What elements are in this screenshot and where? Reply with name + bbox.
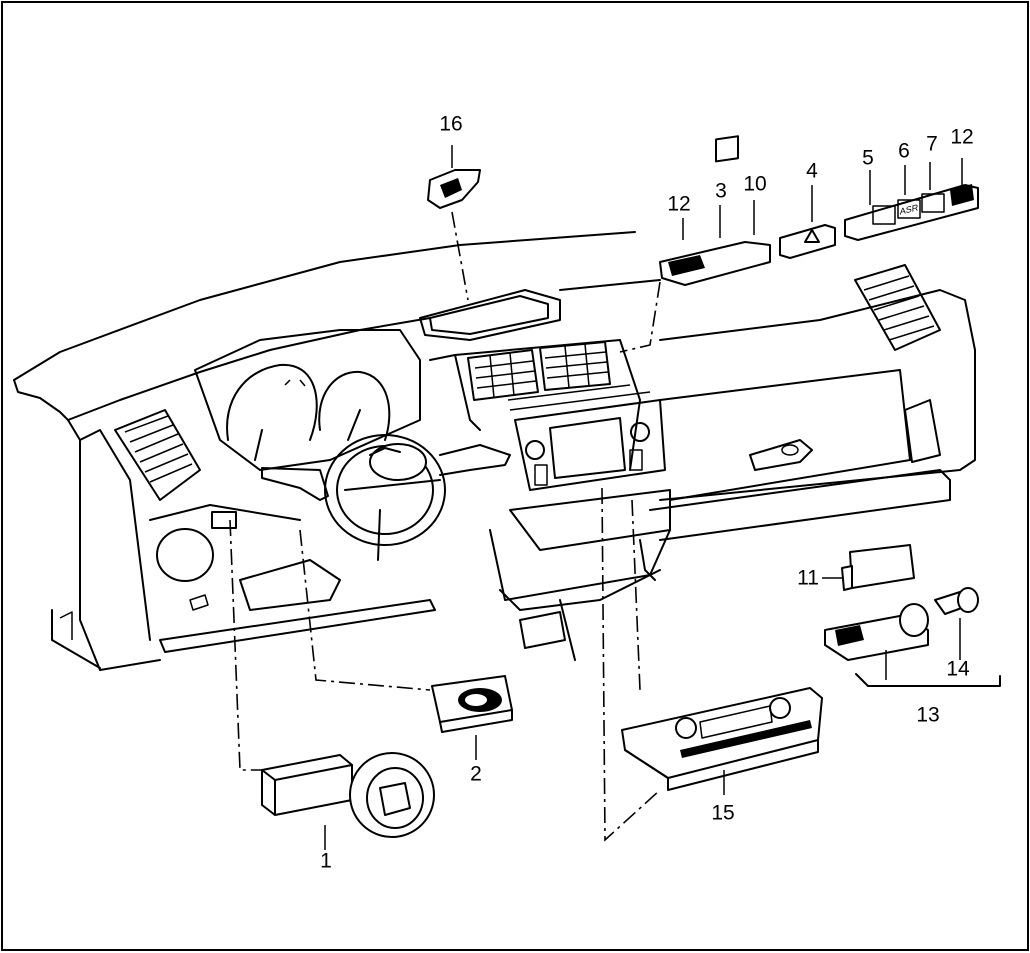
switch-group-right (844, 158, 979, 241)
callout-3: 3 (715, 179, 727, 203)
callout-6: 6 (898, 139, 910, 163)
dashboard-top-pad (13, 231, 976, 501)
part-13-14-assembly (824, 587, 1001, 687)
callout-14: 14 (946, 657, 970, 681)
callout-5: 5 (862, 146, 874, 170)
callout-4: 4 (806, 159, 818, 183)
lower-dash (149, 504, 576, 661)
part-16-sensor (427, 145, 481, 209)
callout-16: 16 (439, 112, 463, 136)
part-1-light-switch (261, 752, 435, 850)
part-11-switch (822, 544, 915, 591)
callout-2: 2 (470, 762, 482, 786)
callout-15: 15 (711, 801, 735, 825)
callout-13: 13 (916, 703, 940, 727)
callout-12-right: 12 (950, 125, 974, 149)
callout-12-left: 12 (667, 192, 691, 216)
part-2-control (431, 675, 513, 760)
passenger-dash (639, 369, 951, 581)
center-stack (419, 289, 671, 611)
part-4-hazard-switch (779, 185, 836, 259)
callout-10: 10 (743, 172, 767, 196)
switch-group-left (659, 135, 771, 286)
dashboard-left-side (51, 419, 161, 671)
callout-11: 11 (797, 566, 819, 590)
part-15-climate-control (621, 687, 823, 795)
right-air-vent (854, 264, 941, 351)
steering-wheel (261, 434, 511, 561)
leader-lines (229, 211, 661, 842)
instrument-cluster (194, 329, 421, 471)
callout-7: 7 (926, 132, 938, 156)
callout-1: 1 (320, 849, 332, 873)
left-air-vent (114, 409, 201, 501)
